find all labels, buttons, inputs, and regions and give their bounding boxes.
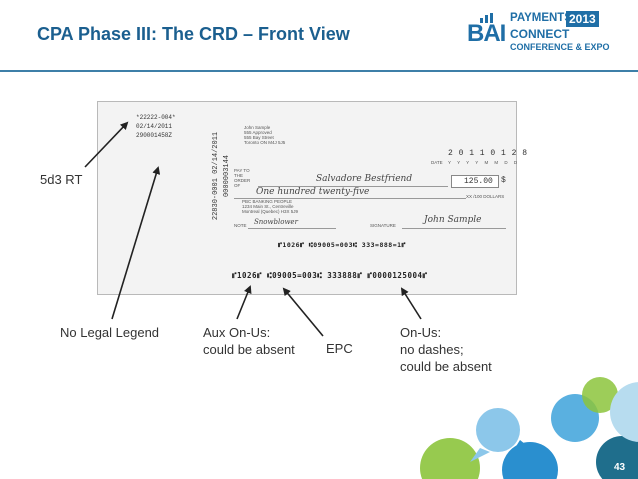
amount-words: One hundred twenty-five	[256, 187, 370, 197]
rt-arrow	[84, 121, 129, 168]
pay-to-label: PAY TO THE ORDER OF	[234, 168, 251, 188]
bai-bars-icon	[480, 13, 493, 23]
epc-annotation: EPC	[326, 341, 353, 356]
aux-annotation-line2: could be absent	[203, 342, 295, 357]
currency-symbol: $	[501, 176, 506, 185]
memo-label: NOTE	[234, 223, 247, 228]
signature-value: John Sample	[424, 215, 482, 225]
cheque-image: *22222-004* 02/14/2011 290001458Z 22830-…	[97, 101, 527, 295]
dollars-suffix: XX /100 DOLLARS	[466, 194, 505, 199]
inner-micr-line: ⑈1026⑈ ⑆09005=003⑆ 333=888=1⑈	[278, 241, 406, 249]
check-top-code-1: *22222-004*	[136, 114, 176, 121]
memo-line	[248, 228, 336, 229]
onus-annotation-line1: On-Us:	[400, 325, 442, 340]
drawer-address-3: Toronto ON M4J 5J5	[244, 140, 286, 145]
amount-box	[451, 175, 499, 188]
onus-arrow	[400, 287, 422, 320]
onus-annotation-line3: could be absent	[400, 359, 492, 374]
rt-annotation: 5d3 RT	[40, 172, 83, 187]
drawer-name: John Sample	[244, 125, 271, 130]
bank-line-2: 1234 Main St., Centreville	[242, 204, 294, 209]
memo-value: Snowblower	[254, 218, 298, 226]
logo-connect: CONNECT	[510, 27, 570, 41]
aux-annotation-line1: Aux On-Us:	[203, 325, 271, 340]
legend-annotation: No Legal Legend	[60, 325, 160, 340]
bank-line-3: Montreal (Quebec) H3X 5J9	[242, 209, 299, 214]
onus-annotation-line2: no dashes;	[400, 342, 464, 357]
epc-arrow	[282, 287, 324, 337]
logo-year: 2013	[566, 11, 599, 27]
payee-name: Salvadore Bestfriend	[316, 174, 413, 184]
check-top-code-2: 02/14/2011	[136, 123, 173, 130]
legend-arrow	[111, 166, 161, 320]
micr-line: ⑈1026⑈ ⑆09005=003⑆ 333888⑈ ⑈0000125004⑈	[232, 271, 428, 280]
bank-line-1: PBC BANKING PEOPLE	[242, 199, 293, 204]
slide-title: CPA Phase III: The CRD – Front View	[37, 24, 350, 44]
check-top-code-3: 290001458Z	[136, 132, 173, 139]
logo-conference: CONFERENCE & EXPO	[510, 42, 610, 52]
bai-payments-connect-logo: BAI PAYMENTS 2013 CONNECT CONFERENCE & E…	[467, 4, 610, 56]
signature-label: SIGNATURE	[370, 223, 396, 228]
title-rule	[0, 70, 638, 72]
date-format: Y Y Y Y M M D D	[448, 160, 520, 165]
logo-payments: PAYMENTS	[510, 12, 572, 24]
payee-line	[258, 186, 448, 187]
page-number: 43	[614, 462, 626, 473]
date-label: DATE	[431, 160, 443, 165]
drawer-address-1: 555 Approved	[244, 130, 272, 135]
amount-words-line	[234, 198, 466, 199]
drawer-address-2: 555 Bay Street	[244, 135, 274, 140]
signature-line	[402, 228, 506, 229]
aux-arrow	[236, 285, 252, 320]
date-value: 2 0 1 1 0 1 2 8	[448, 149, 528, 158]
bai-brand: BAI	[467, 20, 506, 47]
amount-value: 125.00	[464, 177, 493, 186]
